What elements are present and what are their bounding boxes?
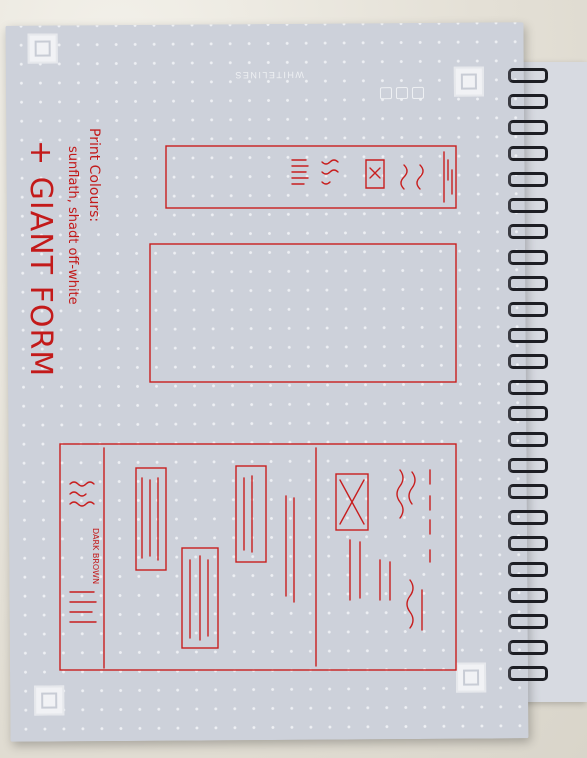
sketch-frame-narrow [165,145,457,209]
sketch-frame-layout [59,443,457,671]
binding-coil [508,250,548,265]
binding-coil [508,536,548,551]
binding-coil [508,432,548,447]
binding-coil [508,484,548,499]
binding-coil [508,68,548,83]
binding-coil [508,146,548,161]
binding-coil [508,94,548,109]
sketch-card-b [235,465,267,563]
sketch-card-c [181,547,219,649]
binding-coil [508,510,548,525]
binding-coil [508,328,548,343]
binding-coil [508,614,548,629]
sketch-card-a [135,467,167,571]
binding-coil [508,276,548,291]
binding-coil [508,120,548,135]
binding-coil [508,380,548,395]
binding-coil [508,666,548,681]
binding-coil [508,354,548,369]
binding-coil [508,406,548,421]
swatch-label: DARK BROWN [91,528,100,585]
binding-coil [508,562,548,577]
binding-coil [508,458,548,473]
sketch-frame-blank [149,243,457,383]
binding-coil [508,224,548,239]
binding-coil [508,198,548,213]
binding-coil [508,302,548,317]
binding-coil [508,172,548,187]
sketch-image-box [335,473,369,531]
binding-coil [508,588,548,603]
binding-coil [508,640,548,655]
